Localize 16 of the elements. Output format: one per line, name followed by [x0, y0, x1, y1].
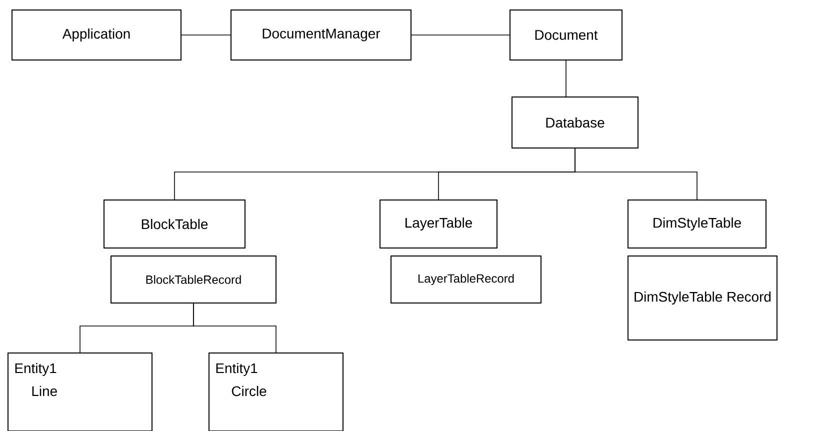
connector-line: [411, 34, 510, 36]
class-box: DocumentManager: [230, 10, 412, 60]
class-box: BlockTable: [104, 200, 246, 248]
class-box: LayerTableRecord: [390, 256, 542, 304]
connector-line: [181, 34, 231, 36]
class-box: BlockTableRecord: [110, 256, 276, 304]
class-box: Application: [12, 10, 182, 60]
entity-box: Entity1 Circle: [208, 352, 344, 431]
class-box: DimStyleTable: [628, 200, 766, 248]
class-box: LayerTable: [380, 200, 498, 248]
class-box: Document: [510, 10, 622, 60]
entity-box: Entity1 Line: [8, 352, 152, 431]
class-box: DimStyleTable Record: [628, 256, 778, 340]
class-box: Database: [512, 96, 638, 148]
connector-line: [574, 148, 698, 200]
connector-line: [193, 303, 276, 354]
